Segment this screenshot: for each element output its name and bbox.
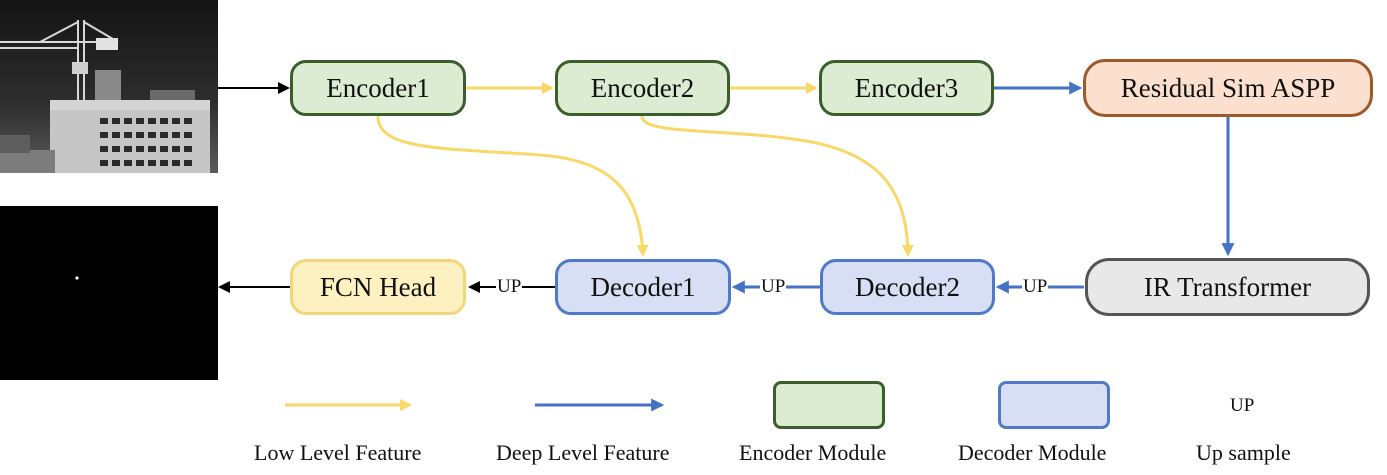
up-label-decoder1-fcn: UP — [496, 276, 523, 297]
skip-enc2-dec2 — [640, 115, 914, 257]
encoder2-node: Encoder2 — [555, 60, 730, 116]
encoder1-node: Encoder1 — [290, 60, 466, 116]
ir-transformer-node: IR Transformer — [1085, 258, 1370, 316]
legend-low-level-label: Low Level Feature — [254, 440, 422, 465]
target-dot — [75, 276, 79, 280]
encoder3-node: Encoder3 — [819, 60, 994, 116]
legend-decoder-swatch — [998, 381, 1110, 429]
legend-decoder-module-label: Decoder Module — [958, 440, 1107, 465]
up-label-decoder2-decoder1: UP — [760, 276, 787, 297]
decoder2-node: Decoder2 — [820, 259, 995, 315]
decoder1-node: Decoder1 — [555, 259, 731, 315]
output-mask-image — [0, 206, 218, 380]
residual-sim-aspp-node: Residual Sim ASPP — [1083, 59, 1373, 117]
legend-up-symbol: UP — [1230, 395, 1255, 416]
up-label-transformer-decoder2: UP — [1022, 276, 1049, 297]
input-infrared-image — [0, 0, 218, 173]
legend-up-sample-label: Up sample — [1196, 440, 1291, 465]
legend-encoder-module-label: Encoder Module — [739, 440, 887, 465]
skip-enc1-dec1 — [376, 115, 649, 257]
legend-encoder-swatch — [773, 381, 885, 429]
fcn-head-node: FCN Head — [290, 259, 466, 315]
legend-deep-level-label: Deep Level Feature — [496, 440, 670, 465]
